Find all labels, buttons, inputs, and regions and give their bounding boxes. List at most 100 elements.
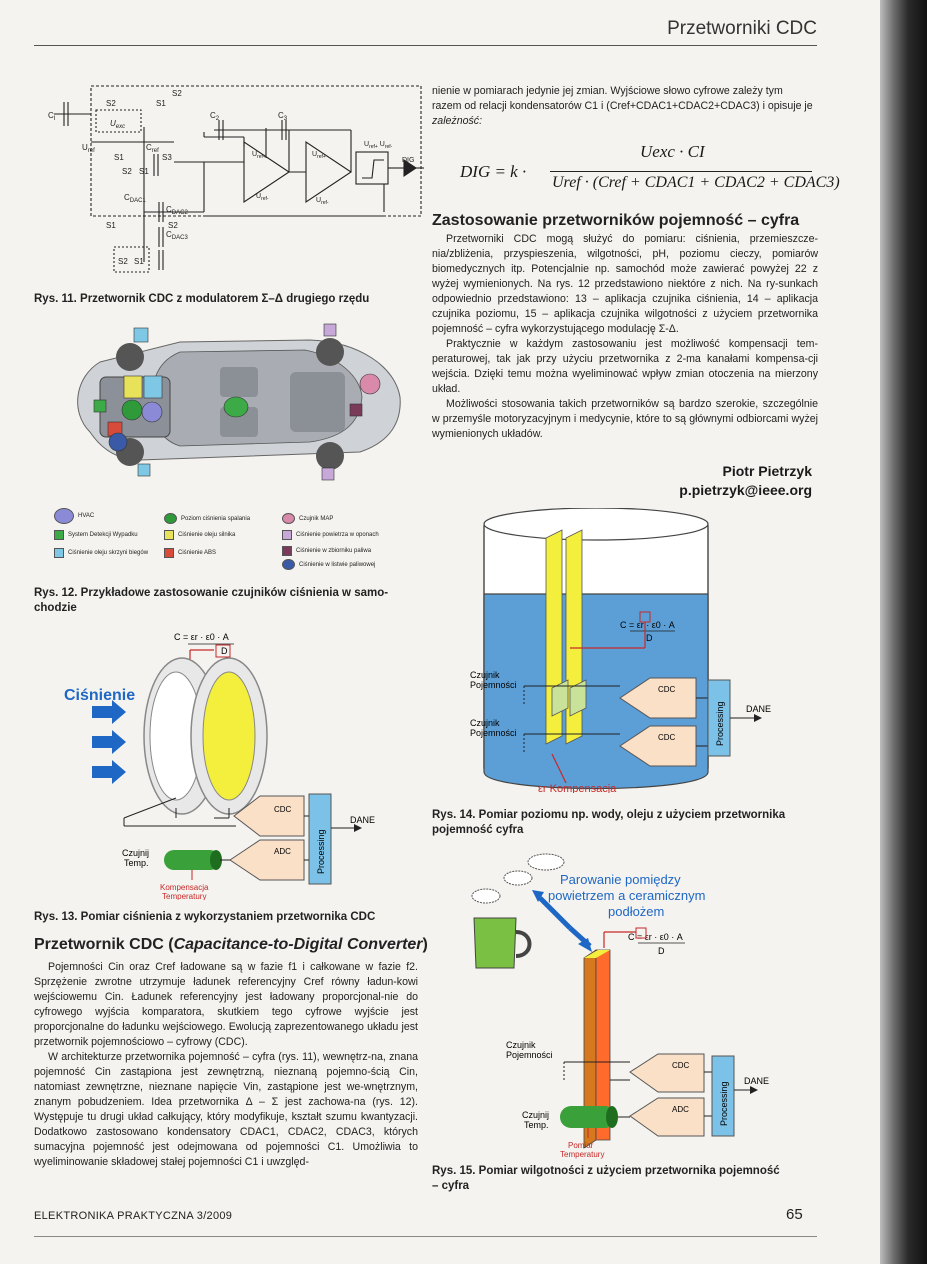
- legend-item-fuel-tank: Ciśnienie w zbiorniku paliwa: [282, 546, 371, 556]
- fig14-formula-den: D: [646, 633, 653, 643]
- fig11-label-urefminus1: Uref-: [256, 193, 269, 202]
- fig14-cdc1: CDC: [658, 685, 676, 694]
- legend-swatch: [164, 548, 174, 558]
- legend-item-map: Czujnik MAP: [282, 513, 333, 524]
- legend-item-fuel-rail: Ciśnienie w listwie paliwowej: [282, 559, 375, 570]
- legend-item-gearbox: Ciśnienie oleju skrzyni biegów: [54, 548, 148, 558]
- fig15-temp-line1: Czujnij: [522, 1110, 549, 1120]
- fig11-label-uref: Uref: [82, 143, 95, 154]
- legend-swatch: [164, 513, 177, 524]
- fig15-dane: DANE: [744, 1076, 769, 1086]
- fig11-label-s2a: S2: [172, 89, 182, 98]
- fig14-caption: Rys. 14. Pomiar poziomu np. wody, oleju …: [432, 809, 786, 836]
- fig13-formula: C = εr · ε0 · A: [174, 632, 229, 642]
- fig11-label-s2e: S2: [118, 257, 128, 266]
- fig11-label-s1a: S1: [156, 99, 166, 108]
- fig15-czujnik-line2: Pojemności: [506, 1050, 553, 1060]
- legend-swatch: [164, 530, 174, 540]
- fig15-formula-den: D: [658, 946, 665, 956]
- legend-item-crash: System Detekcji Wypadku: [54, 530, 138, 540]
- fig11-label-s2d: S2: [168, 221, 178, 230]
- fig11-label-c2: C2: [210, 111, 220, 122]
- fig13-dane: DANE: [350, 815, 375, 825]
- fig11-label-dig: DIG: [402, 157, 414, 164]
- fig13-czujnik-line2: Temp.: [124, 858, 149, 868]
- fig13-pressure-diagram: C = εr · ε0 · A D Ciśnienie CDC ADC Proc…: [64, 632, 375, 900]
- fig15-czujnik-line1: Czujnik: [506, 1040, 536, 1050]
- fig15-cdc: CDC: [672, 1061, 690, 1070]
- legend-swatch: [54, 530, 64, 540]
- fig11-caption: Rys. 11. Przetwornik CDC z modulatorem Σ…: [34, 293, 370, 305]
- fig12-car-illustration: [77, 323, 401, 481]
- fig13-cisnienie-label: Ciśnienie: [64, 687, 135, 704]
- binder-edge: [880, 0, 927, 1264]
- fig11-label-s1b: S1: [114, 153, 124, 162]
- fig15-pomiar-line2: Temperatury: [560, 1150, 604, 1159]
- legend-swatch: [54, 508, 74, 524]
- section-apps-heading: Zastosowanie przetworników pojemność – c…: [432, 212, 800, 229]
- fig15-processing: Processing: [719, 1081, 729, 1126]
- fig14-czujnik1-line1: Czujnik: [470, 670, 500, 680]
- fig11-label-s1e: S1: [134, 257, 144, 266]
- fig11-label-s2b: S2: [106, 99, 116, 108]
- fig15-pomiar-line1: Pomiar: [568, 1141, 594, 1150]
- fig11-label-urefplus2: Uref+: [312, 151, 326, 160]
- fig15-title-line3: podłożem: [608, 904, 664, 919]
- fig12-legend: HVAC Poziom ciśnienia spalania Czujnik M…: [46, 508, 386, 570]
- footer-rule: [34, 1236, 817, 1237]
- fig11-label-c1: CI: [48, 111, 56, 122]
- fig11-label-s1c: S1: [139, 167, 149, 176]
- fig11-label-urefminus2: Uref-: [316, 197, 329, 206]
- legend-swatch: [282, 530, 292, 540]
- author-block: Piotr Pietrzyk p.pietrzyk@ieee.org: [679, 462, 812, 500]
- footer-page-number: 65: [786, 1206, 803, 1223]
- fig15-title-line2: powietrzem a ceramicznym: [548, 888, 706, 903]
- legend-item-abs: Ciśnienie ABS: [164, 548, 216, 558]
- section-apps-body: Przetworniki CDC mogą służyć do pomiaru:…: [432, 233, 818, 440]
- fig15-caption: Rys. 15. Pomiar wilgotności z użyciem pr…: [432, 1165, 780, 1192]
- fig11-label-uexc: Uexc: [110, 119, 125, 130]
- fig14-processing: Processing: [715, 701, 725, 746]
- fig13-formula-den: D: [221, 646, 228, 656]
- author-email: p.pietrzyk@ieee.org: [679, 482, 812, 498]
- fig11-label-s1d: S1: [106, 221, 116, 230]
- fig15-formula: C = εr · ε0 · A: [628, 932, 683, 942]
- legend-swatch: [282, 559, 295, 570]
- legend-item-combustion: Poziom ciśnienia spalania: [164, 513, 250, 524]
- legend-item-hvac: HVAC: [54, 508, 94, 524]
- fig13-komp-line1: Kompensacja: [160, 883, 209, 892]
- fig13-cdc: CDC: [274, 805, 292, 814]
- fig11-label-urefplus1: Uref+: [252, 151, 266, 160]
- legend-item-engine-oil: Ciśnienie oleju silnika: [164, 530, 235, 540]
- fig13-caption: Rys. 13. Pomiar ciśnienia z wykorzystani…: [34, 911, 376, 923]
- fig11-label-cdac1: CDAC1: [124, 193, 146, 204]
- legend-swatch: [282, 513, 295, 524]
- legend-swatch: [282, 546, 292, 556]
- fig11-label-cref: Cref: [146, 143, 159, 154]
- section-cdc-body: Pojemności Cin oraz Cref ładowane są w f…: [34, 961, 418, 1168]
- fig13-komp-line2: Temperatury: [162, 892, 206, 900]
- right-intro-text: nienie w pomiarach jedynie jej zmian. Wy…: [432, 85, 813, 127]
- legend-swatch: [54, 548, 64, 558]
- author-name: Piotr Pietrzyk: [722, 463, 812, 479]
- fig11-circuit-diagram: CI S2 S2 S1 Uexc Uref S1 Cref S3 S2 S1 C…: [48, 85, 424, 273]
- fig11-label-s2c: S2: [122, 167, 132, 176]
- fig11-label-uref-pair: Uref+ Uref-: [364, 141, 393, 150]
- fig11-label-cdac3: CDAC3: [166, 230, 188, 241]
- fig12-caption: Rys. 12. Przykładowe zastosowanie czujni…: [34, 587, 389, 614]
- fig13-adc: ADC: [274, 847, 291, 856]
- fig14-dane: DANE: [746, 704, 771, 714]
- fig14-czujnik2-line2: Pojemności: [470, 728, 517, 738]
- fig14-czujnik2-line1: Czujnik: [470, 718, 500, 728]
- fig13-czujnik-line1: Czujnij: [122, 848, 149, 858]
- fig15-humidity-diagram: Parowanie pomiędzy powietrzem a ceramicz…: [471, 853, 769, 1159]
- fig13-processing: Processing: [316, 829, 326, 874]
- fig14-level-diagram: C = εr · ε0 · A D Czujnik Pojemności Czu…: [470, 508, 771, 793]
- fig11-label-s3: S3: [162, 153, 172, 162]
- fig14-kompensacja: εr Kompensacja: [538, 783, 617, 793]
- running-header: Przetworniki CDC: [667, 18, 817, 39]
- fig15-adc: ADC: [672, 1105, 689, 1114]
- legend-item-tires: Ciśnienie powietrza w oponach: [282, 530, 379, 540]
- fig14-cdc2: CDC: [658, 733, 676, 742]
